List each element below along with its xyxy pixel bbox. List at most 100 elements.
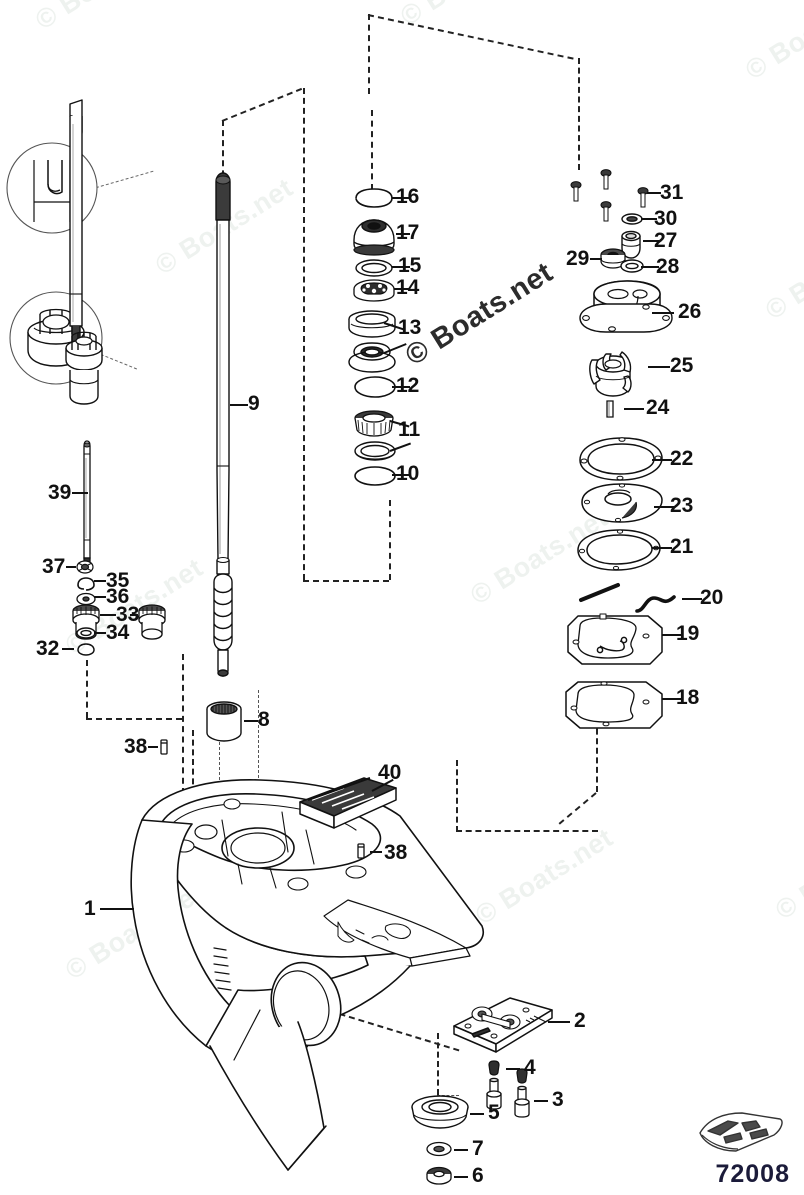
assembly-guide-line [437, 1033, 439, 1095]
assembly-guide-line [437, 1095, 459, 1096]
callout-7: 7 [472, 1137, 484, 1160]
callout-29: 29 [566, 247, 590, 270]
dowel-pin-illustration [355, 842, 367, 860]
assembly-guide-line [182, 654, 184, 794]
upper-driveshaft-illustration [58, 96, 92, 356]
leader-line [94, 580, 106, 582]
leader-line [648, 366, 670, 368]
retainer-plate-illustration [350, 278, 398, 304]
gear-housing-illustration [110, 760, 510, 1180]
callout-26: 26 [678, 300, 702, 323]
shift-shaft-bushing-illustration [134, 604, 170, 644]
screw-pump-body-illustration [600, 200, 612, 224]
gasket-upper-illustration [572, 526, 668, 574]
driveshaft-bearing-housing-illustration [348, 216, 400, 258]
callout-20: 20 [700, 586, 724, 609]
callout-6: 6 [472, 1164, 484, 1187]
callout-11: 11 [398, 418, 421, 441]
watermark: © Boats.net [770, 817, 804, 926]
leader-line [100, 908, 134, 910]
woodruff-key-illustration [604, 398, 616, 420]
tapered-roller-bearing-illustration [350, 410, 398, 438]
watermark: © Boats.net [395, 0, 544, 32]
diagram-id-number: 72008 [715, 1160, 790, 1188]
dowel-pin-illustration [158, 738, 170, 756]
water-pump-body-illustration [572, 278, 678, 336]
leader-line [652, 459, 672, 461]
leader-line [392, 474, 410, 476]
callout-30: 30 [654, 207, 678, 230]
callout-27: 27 [654, 229, 678, 252]
leader-line [396, 233, 410, 235]
leader-line [652, 547, 672, 549]
callout-32: 32 [36, 637, 60, 660]
bearing-race-illustration [352, 440, 398, 464]
assembly-guide-line [303, 88, 305, 580]
leader-line [624, 408, 644, 410]
washer-lock-illustration [424, 1166, 454, 1186]
callout-5: 5 [488, 1101, 500, 1124]
leader-line [590, 258, 602, 260]
leader-line [370, 851, 382, 853]
leader-line [62, 648, 74, 650]
leader-line [647, 192, 661, 194]
assembly-guide-line [303, 580, 389, 582]
leader-line [548, 1021, 570, 1023]
assembly-guide-line [371, 110, 373, 190]
callout-36: 36 [106, 585, 130, 608]
callout-4: 4 [524, 1056, 536, 1079]
assembly-guide-line [389, 500, 391, 580]
washer-shift-illustration [74, 592, 98, 606]
leader-line [641, 266, 659, 268]
assembly-guide-line [596, 700, 598, 792]
seal-strip-illustration [634, 592, 678, 616]
assembly-guide-line [367, 14, 574, 60]
leader-line [66, 566, 76, 568]
water-tube-seal-illustration [614, 228, 648, 262]
o-ring-lower-illustration [352, 464, 398, 488]
callout-14: 14 [396, 276, 420, 299]
leader-line [454, 1149, 468, 1151]
leader-line [534, 1100, 548, 1102]
callout-19: 19 [676, 622, 700, 645]
screw-short-illustration [482, 1077, 506, 1110]
washer-flat-illustration [424, 1140, 454, 1158]
leader-line [454, 1176, 468, 1178]
screw-pump-body-illustration [637, 186, 649, 210]
bearing-seal-illustration [345, 342, 399, 374]
o-ring-small-illustration [352, 258, 396, 278]
leader-line [654, 506, 674, 508]
callout-39: 39 [48, 481, 72, 504]
leader-line [394, 288, 410, 290]
callout-3: 3 [552, 1088, 564, 1111]
driveshaft-coupler-illustration [56, 330, 112, 410]
callout-23: 23 [670, 494, 694, 517]
callout-21: 21 [670, 535, 694, 558]
leader-line [682, 598, 702, 600]
callout-15: 15 [398, 254, 422, 277]
callout-37: 37 [42, 555, 66, 578]
callout-22: 22 [670, 447, 694, 470]
assembly-guide-line [558, 792, 597, 825]
assembly-guide-line [258, 690, 259, 798]
assembly-guide-line [456, 760, 458, 832]
callout-17: 17 [396, 221, 420, 244]
callout-13: 13 [398, 316, 422, 339]
gasket-lower-illustration [560, 676, 668, 734]
o-ring-shift-shaft-illustration [74, 642, 98, 658]
retaining-ring-illustration [352, 186, 396, 212]
callout-12: 12 [396, 374, 420, 397]
callout-2: 2 [574, 1009, 586, 1032]
leader-line [244, 720, 258, 722]
callout-33: 33 [116, 603, 140, 626]
assembly-guide-line [192, 730, 194, 794]
callout-40: 40 [378, 761, 402, 784]
grommet-seal-illustration [596, 248, 630, 272]
watermark: © Boats.net [740, 0, 804, 86]
callout-35: 35 [106, 569, 130, 592]
trim-tab-anode-plate-illustration [448, 992, 558, 1054]
assembly-guide-line [219, 742, 220, 800]
assembly-guide-line [456, 830, 598, 832]
callout-9: 9 [248, 392, 260, 415]
screw-pump-body-illustration [600, 168, 612, 192]
